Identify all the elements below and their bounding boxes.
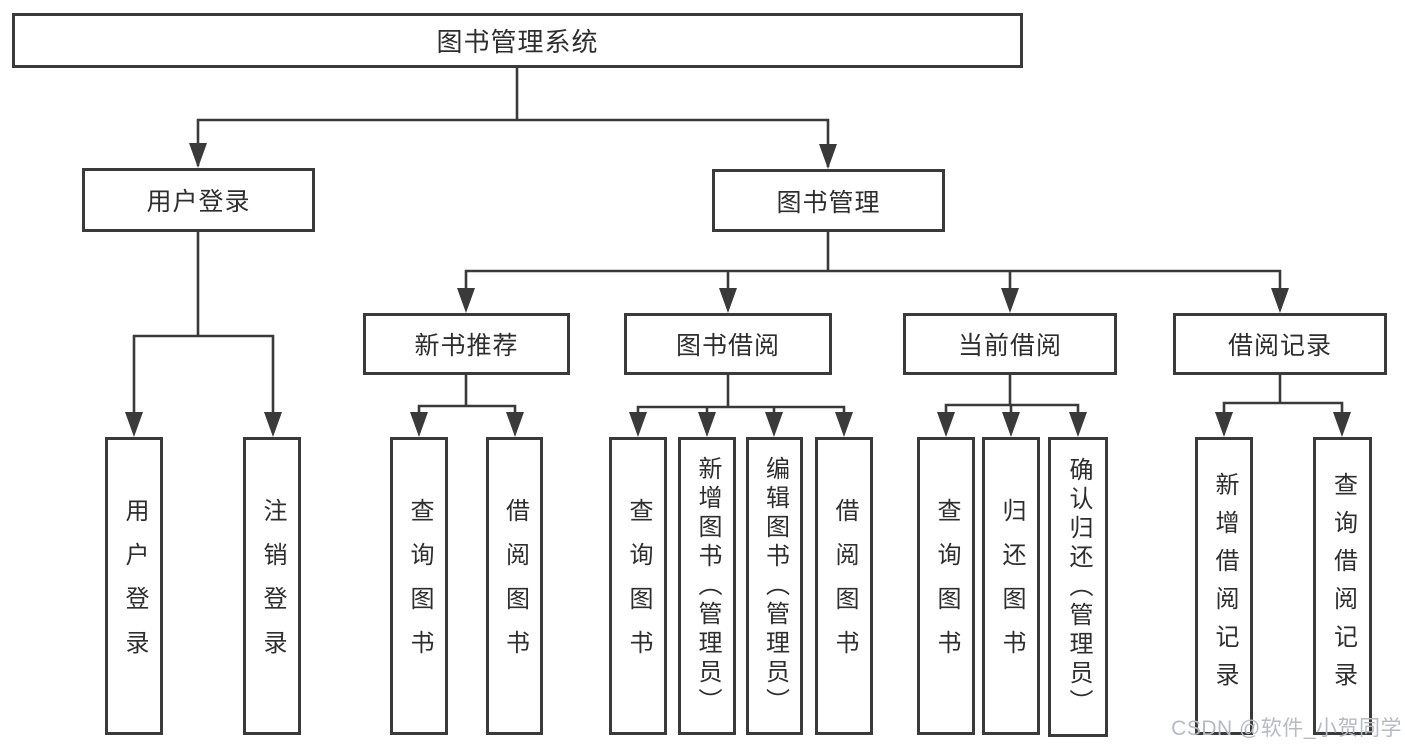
leaf-user-login: 用户登录 — [105, 437, 163, 735]
node-current-borrowing: 当前借阅 — [903, 313, 1117, 375]
leaf-edit-book-admin: 编辑图书（管理员） — [746, 437, 803, 735]
leaf-query-borrow-record: 查询借阅记录 — [1313, 437, 1372, 735]
node-new-book-recommend: 新书推荐 — [363, 313, 570, 375]
leaf-borrow-books-borrowing: 借阅图书 — [815, 437, 873, 735]
leaf-add-book-admin: 新增图书（管理员） — [678, 437, 736, 735]
leaf-borrow-books-recommend: 借阅图书 — [486, 437, 543, 735]
watermark: CSDN @软件_小贺同学 — [1171, 717, 1402, 740]
leaf-add-borrow-record: 新增借阅记录 — [1195, 437, 1253, 735]
leaf-query-books-borrowing: 查询图书 — [609, 437, 667, 735]
node-book-management: 图书管理 — [712, 169, 945, 232]
leaf-query-books-current: 查询图书 — [917, 437, 975, 735]
leaf-query-books-recommend: 查询图书 — [390, 437, 448, 735]
node-borrowing-records: 借阅记录 — [1173, 313, 1387, 375]
leaf-logout: 注销登录 — [243, 437, 301, 735]
node-book-borrowing: 图书借阅 — [624, 313, 832, 375]
arrowhead-icons — [125, 143, 1351, 437]
leaf-return-books: 归还图书 — [982, 437, 1040, 735]
node-root: 图书管理系统 — [12, 13, 1023, 68]
node-user-login: 用户登录 — [82, 168, 315, 232]
leaf-confirm-return-admin: 确认归还（管理员） — [1048, 437, 1108, 737]
